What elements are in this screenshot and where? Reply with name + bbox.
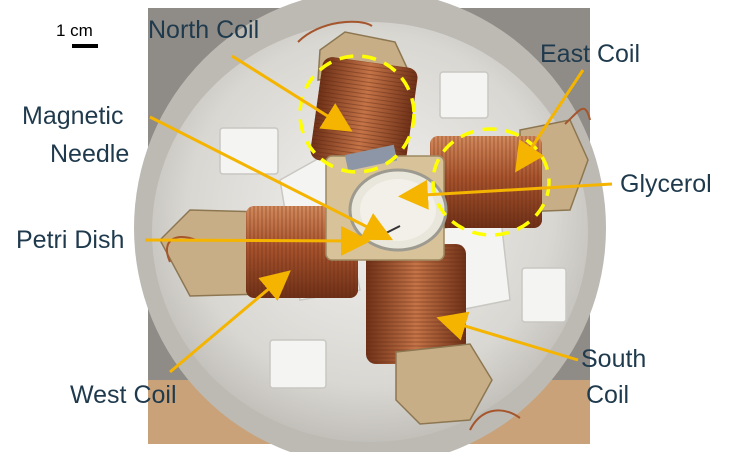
label-west-coil: West Coil <box>70 381 177 409</box>
magnetic-needle-arrow <box>149 115 394 241</box>
label-north-coil: North Coil <box>148 16 260 44</box>
east-coil-arrow <box>515 69 585 173</box>
petri-dish-arrow <box>144 225 371 256</box>
north-highlight-circle <box>298 54 416 174</box>
label-magnetic-needle-2: Needle <box>50 140 130 168</box>
north-coil-arrow <box>231 54 353 132</box>
label-south-coil-2: Coil <box>586 381 630 409</box>
label-petri-dish: Petri Dish <box>16 226 125 254</box>
scale-bar-line <box>72 44 98 48</box>
east-highlight-circle <box>431 127 551 237</box>
label-east-coil: East Coil <box>540 40 641 68</box>
label-glycerol: Glycerol <box>620 170 712 198</box>
scale-bar-label: 1 cm <box>56 21 93 40</box>
south-coil-arrow <box>436 311 579 362</box>
label-south-coil-1: South <box>581 345 647 373</box>
west-coil-arrow <box>169 270 291 374</box>
glycerol-arrow <box>398 179 613 210</box>
label-magnetic-needle-1: Magnetic <box>22 102 124 130</box>
